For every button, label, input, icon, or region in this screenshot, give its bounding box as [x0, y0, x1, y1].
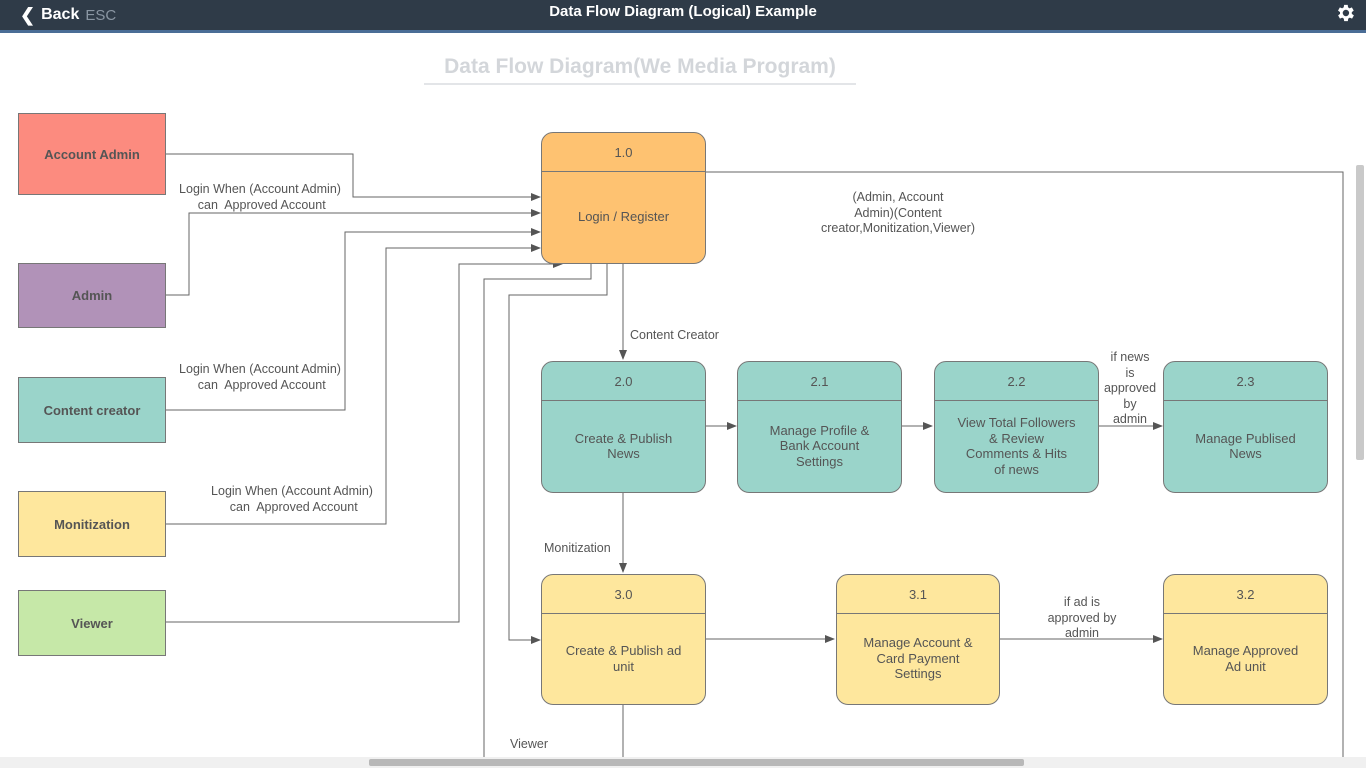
diagram-title: Data Flow Diagram(We Media Program) [444, 55, 836, 78]
note-ad-approved: if ad is approved by admin [1047, 595, 1117, 640]
back-button[interactable]: ❮ Back ESC [20, 0, 116, 30]
process-2-2[interactable]: 2.2 View Total Followers & Review Commen… [934, 361, 1099, 493]
note-viewer-flow: Viewer [510, 737, 548, 751]
top-bar: ❮ Back ESC Data Flow Diagram (Logical) E… [0, 0, 1366, 33]
process-label: Manage Publised News [1195, 430, 1296, 462]
process-number: 2.2 [935, 362, 1098, 401]
note-login-monitization: Login When (Account Admin) can Approved … [211, 484, 373, 514]
process-1-0[interactable]: 1.0 Login / Register [541, 132, 706, 264]
process-label: Manage Approved Ad unit [1192, 643, 1299, 674]
process-label: Manage Profile & Bank Account Settings [769, 422, 870, 469]
process-number: 3.2 [1164, 575, 1327, 614]
esc-hint: ESC [85, 6, 117, 24]
process-3-1[interactable]: 3.1 Manage Account & Card Payment Settin… [836, 574, 1000, 705]
entity-account-admin[interactable]: Account Admin [18, 113, 166, 195]
note-login-admin: Login When (Account Admin) can Approved … [179, 182, 341, 212]
horizontal-scrollbar[interactable] [369, 759, 1024, 766]
entity-viewer[interactable]: Viewer [18, 590, 166, 656]
back-label: Back [41, 6, 80, 23]
chevron-left-icon: ❮ [20, 4, 36, 25]
process-3-2[interactable]: 3.2 Manage Approved Ad unit [1163, 574, 1328, 705]
process-label: Login / Register [577, 209, 670, 225]
process-label: Create & Publish ad unit [565, 643, 682, 674]
process-number: 3.1 [837, 575, 999, 614]
process-number: 3.0 [542, 575, 705, 614]
title-underline [424, 83, 856, 85]
process-label: Manage Account & Card Payment Settings [863, 635, 973, 682]
note-content-creator-flow: Content Creator [630, 328, 719, 342]
process-label: Create & Publish News [574, 430, 673, 462]
process-number: 2.3 [1164, 362, 1327, 401]
process-number: 2.0 [542, 362, 705, 401]
process-3-0[interactable]: 3.0 Create & Publish ad unit [541, 574, 706, 705]
process-2-0[interactable]: 2.0 Create & Publish News [541, 361, 706, 493]
process-number: 2.1 [738, 362, 901, 401]
process-number: 1.0 [542, 133, 705, 172]
process-2-3[interactable]: 2.3 Manage Publised News [1163, 361, 1328, 493]
note-news-approved: if news is approved by admin [1103, 350, 1157, 426]
note-roles: (Admin, Account Admin)(Content creator,M… [820, 190, 975, 235]
entity-monitization[interactable]: Monitization [18, 491, 166, 557]
note-login-creator: Login When (Account Admin) can Approved … [179, 362, 341, 392]
process-2-1[interactable]: 2.1 Manage Profile & Bank Account Settin… [737, 361, 902, 493]
gear-icon[interactable] [1334, 2, 1356, 24]
process-label: View Total Followers & Review Comments &… [957, 415, 1076, 477]
vertical-scrollbar[interactable] [1356, 165, 1364, 460]
note-monitization-flow: Monitization [544, 541, 611, 555]
entity-content-creator[interactable]: Content creator [18, 377, 166, 443]
page-title: Data Flow Diagram (Logical) Example [549, 3, 817, 20]
entity-admin[interactable]: Admin [18, 263, 166, 328]
